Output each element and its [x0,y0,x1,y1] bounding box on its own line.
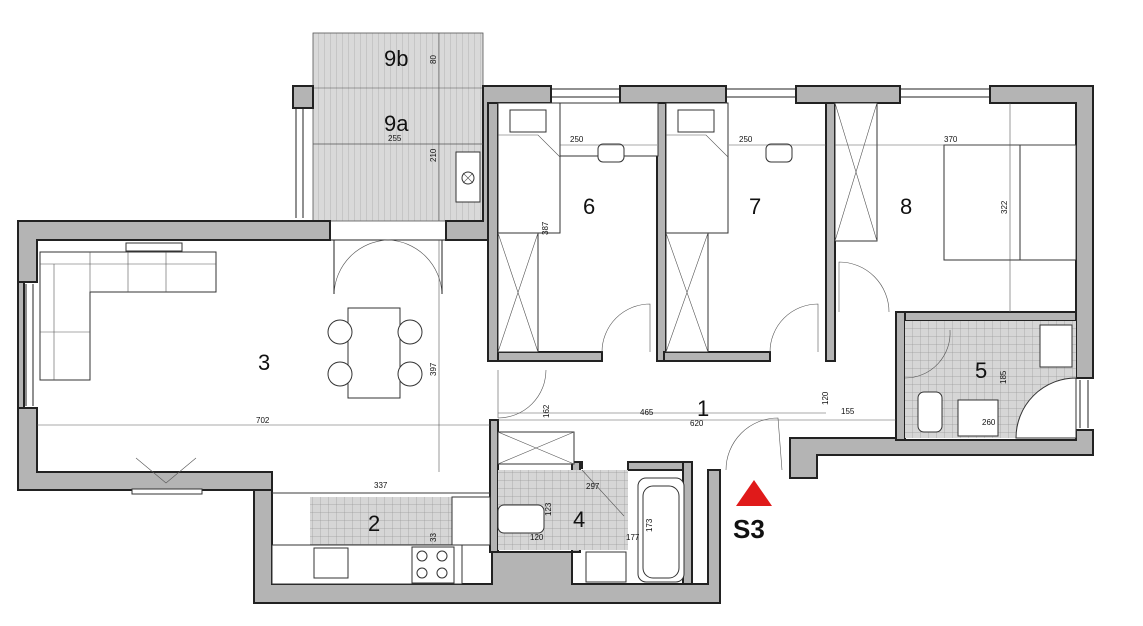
dim-210: 210 [429,148,438,162]
dim-250-room7: 250 [739,135,753,144]
dim-260: 260 [982,418,996,427]
dim-185: 185 [999,370,1008,384]
entrance-marker: S3 [733,480,772,544]
dim-120-hall: 120 [821,391,830,405]
kitchen-tiles [310,497,452,545]
dimension-lines [37,143,1076,494]
entrance-triangle-icon [736,480,772,506]
dim-702: 702 [256,416,270,425]
room-label-7: 7 [749,194,761,219]
room-label-1: 1 [697,396,709,421]
room-label-9b: 9b [384,46,408,71]
room-label-2: 2 [368,511,380,536]
dim-397: 397 [429,362,438,376]
dim-33: 33 [429,533,438,542]
bathroom-4-fixtures [497,469,685,583]
dim-155: 155 [841,407,855,416]
room-label-9a: 9a [384,111,409,136]
interior-walls [487,102,1077,585]
dim-162: 162 [542,404,551,418]
room-label-3: 3 [258,350,270,375]
dim-255: 255 [388,134,402,143]
dim-370: 370 [944,135,958,144]
balcony [292,32,484,222]
bathroom-5-fixtures [904,324,1077,439]
dim-173: 173 [645,518,654,532]
bedroom-8-furniture [834,102,1077,313]
entrance-marker-label: S3 [733,514,765,544]
hallway-furniture [497,369,896,471]
bedroom-7-furniture [665,102,819,353]
dim-250-room6: 250 [570,135,584,144]
exterior-walls [17,85,1094,604]
dim-177: 177 [626,533,640,542]
room-labels: 1 2 3 4 5 6 7 8 9a 9b [258,46,987,536]
dim-465: 465 [640,408,654,417]
dim-620: 620 [690,419,704,428]
dim-120-bath: 120 [530,533,544,542]
dim-387: 387 [541,221,550,235]
kitchen-furniture [271,492,491,585]
dim-80: 80 [429,55,438,64]
dim-337: 337 [374,481,388,490]
dim-322: 322 [1000,200,1009,214]
dim-297: 297 [586,482,600,491]
bedroom-6-furniture [497,102,659,353]
dimension-labels: 80 255 210 250 250 370 387 322 397 702 3… [256,55,1009,542]
room-label-6: 6 [583,194,595,219]
living-room-furniture [39,239,446,495]
room-label-5: 5 [975,358,987,383]
room-label-8: 8 [900,194,912,219]
dim-123: 123 [544,502,553,516]
room-label-4: 4 [573,507,585,532]
